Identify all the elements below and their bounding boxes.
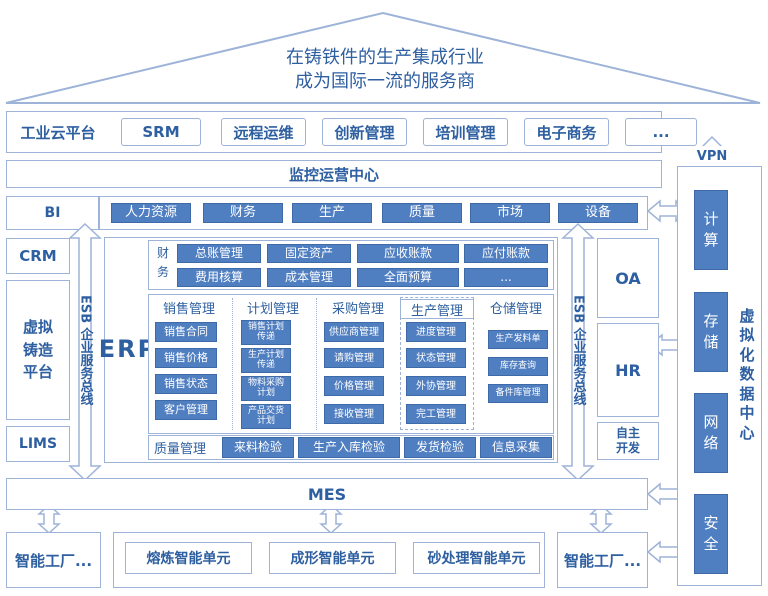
datacenter-item-security: 安全	[694, 494, 728, 574]
finance-label: 财务	[156, 246, 169, 280]
erp-title: ERP	[98, 335, 158, 364]
planning-item-delivery-plan: 产品交货计划	[241, 404, 291, 429]
quality-item-warehousing: 生产入库检验	[298, 437, 400, 458]
quality-label: 质量管理	[154, 442, 207, 457]
cloud-item-srm: SRM	[121, 118, 201, 146]
datacenter-item-storage: 存储	[694, 292, 728, 372]
unit-melting: 熔炼智能单元	[125, 542, 252, 574]
column-title-planning: 计划管理	[246, 301, 299, 317]
quality-item-shipping: 发货检验	[404, 437, 476, 458]
column-title-sales: 销售管理	[162, 301, 215, 317]
crm-box: CRM	[6, 238, 70, 274]
cloud-item-remote-ops: 远程运维	[221, 118, 306, 146]
bi-box	[6, 196, 99, 230]
warehouse-item-inventory-query: 库存查询	[488, 357, 548, 376]
unit-sand-processing: 砂处理智能单元	[413, 542, 540, 574]
production-column	[400, 297, 474, 430]
finance-item-fixed-assets: 固定资产	[267, 244, 351, 263]
finance-item-receivables: 应收账款	[357, 244, 459, 263]
quality-item-incoming: 来料检验	[222, 437, 294, 458]
bi-item-market: 市场	[470, 203, 550, 223]
sales-item-status: 销售状态	[155, 374, 217, 394]
datacenter-label: 虚拟化数据中心	[739, 306, 755, 442]
bi-item-hr: 人力资源	[111, 203, 191, 223]
column-divider	[232, 298, 233, 430]
smart-factory-left: 智能工厂...	[6, 532, 101, 588]
virtual-casting-platform: 虚拟铸造平台	[6, 280, 70, 420]
bi-item-finance: 财务	[203, 203, 283, 223]
sales-item-price: 销售价格	[155, 348, 217, 368]
datacenter-item-compute: 计算	[694, 190, 728, 270]
purchasing-item-receiving: 接收管理	[324, 404, 384, 424]
vision-statement: 在铸铁件的生产集成行业 成为国际一流的服务商	[200, 46, 570, 94]
cloud-item-more: ...	[625, 118, 697, 146]
datacenter-item-network: 网络	[694, 393, 728, 473]
warehouse-item-spare-parts: 备件库管理	[488, 384, 548, 403]
column-title-purchasing: 采购管理	[331, 301, 384, 317]
finance-item-ledger: 总账管理	[177, 244, 261, 263]
bi-item-production: 生产	[292, 203, 372, 223]
production-item-progress: 进度管理	[406, 322, 466, 342]
bi-item-equipment: 设备	[558, 203, 638, 223]
column-title-warehouse: 仓储管理	[489, 301, 542, 317]
vpn-label: VPN	[690, 146, 734, 166]
purchasing-item-requisition: 请购管理	[324, 348, 384, 368]
cloud-platform-label: 工业云平台	[20, 123, 96, 142]
production-item-status: 状态管理	[406, 348, 466, 368]
roof-shape	[5, 11, 761, 104]
quality-item-data-collection: 信息采集	[480, 437, 552, 458]
finance-item-cost: 成本管理	[267, 268, 351, 287]
oa-box: OA	[597, 238, 659, 318]
vision-line-2: 成为国际一流的服务商	[295, 71, 475, 92]
finance-item-budget: 全面预算	[357, 268, 459, 287]
bi-label: BI	[44, 205, 61, 221]
smart-factory-right: 智能工厂...	[557, 532, 648, 588]
hr-box: HR	[597, 323, 659, 417]
column-divider	[316, 298, 317, 430]
mes-bar: MES	[6, 478, 648, 510]
planning-item-sales-plan: 销售计划传递	[241, 320, 291, 345]
vision-line-1: 在铸铁件的生产集成行业	[286, 47, 484, 68]
finance-item-payables: 应付账款	[464, 244, 548, 263]
planning-item-purchase-plan: 物料采购计划	[241, 376, 291, 401]
esb-label-left: ESB 企业服务总线	[77, 294, 93, 406]
cloud-item-innovation: 创新管理	[322, 118, 407, 146]
finance-item-more: ...	[464, 268, 548, 287]
purchasing-item-supplier: 供应商管理	[324, 322, 384, 342]
purchasing-item-price: 价格管理	[324, 376, 384, 396]
cloud-item-ecommerce: 电子商务	[524, 118, 609, 146]
production-item-outsourcing: 外协管理	[406, 376, 466, 396]
warehouse-item-issue-slip: 生产发料单	[488, 330, 548, 349]
sales-item-contract: 销售合同	[155, 322, 217, 342]
column-title-production: 生产管理	[400, 299, 474, 319]
unit-forming: 成形智能单元	[269, 542, 396, 574]
bi-item-quality: 质量	[382, 203, 462, 223]
monitoring-center: 监控运营中心	[6, 160, 662, 188]
production-item-completion: 完工管理	[406, 404, 466, 424]
self-development-box: 自主开发	[597, 422, 659, 460]
cloud-item-training: 培训管理	[423, 118, 508, 146]
esb-label-right: ESB 企业服务总线	[570, 294, 586, 406]
sales-item-customer: 客户管理	[155, 400, 217, 420]
planning-item-production-plan: 生产计划传递	[241, 348, 291, 373]
lims-box: LIMS	[6, 426, 70, 462]
finance-item-expenses: 费用核算	[177, 268, 261, 287]
